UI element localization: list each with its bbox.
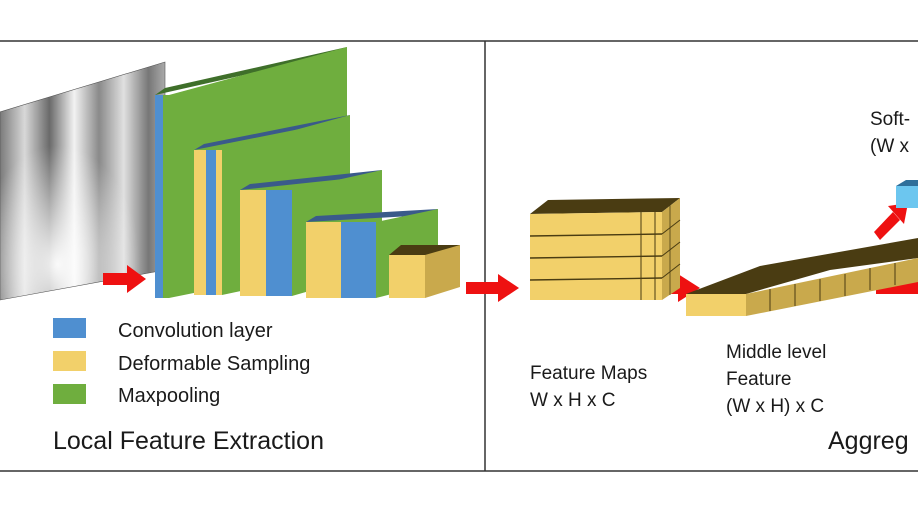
arrow-input-to-cnn [103, 265, 146, 293]
legend-swatch-deformable [53, 351, 86, 371]
panel-title-aggregation: Aggreg [828, 427, 909, 455]
soft-caption-line1: Soft- [870, 109, 911, 130]
legend-label-convolution: Convolution layer [118, 320, 273, 342]
panel-title-local-feature-extraction: Local Feature Extraction [53, 427, 324, 455]
arrow-middle-to-soft [874, 203, 908, 240]
middle-feature-caption-line2: Feature [726, 369, 792, 390]
legend-label-maxpooling: Maxpooling [118, 385, 221, 407]
input-image [0, 61, 166, 301]
feature-maps-caption: Feature Maps W x H x C [530, 360, 647, 414]
middle-feature-block [686, 238, 918, 316]
soft-caption-line2: (W x [870, 136, 910, 157]
arrow-cnn-to-feature-maps [466, 274, 519, 302]
soft-caption: Soft- (W x [870, 106, 910, 160]
legend-label-deformable: Deformable Sampling [118, 353, 311, 375]
middle-feature-caption: Middle level Feature (W x H) x C [726, 339, 826, 420]
feature-maps-caption-line1: Feature Maps [530, 363, 648, 384]
feature-maps-block [529, 198, 681, 300]
legend-swatch-maxpooling [53, 384, 86, 404]
legend-swatch-convolution [53, 318, 86, 338]
soft-block [896, 180, 918, 208]
cnn-block-5 [389, 245, 460, 298]
middle-feature-caption-line1: Middle level [726, 342, 827, 363]
middle-feature-caption-line3: (W x H) x C [726, 396, 825, 417]
feature-maps-caption-line2: W x H x C [530, 390, 616, 411]
